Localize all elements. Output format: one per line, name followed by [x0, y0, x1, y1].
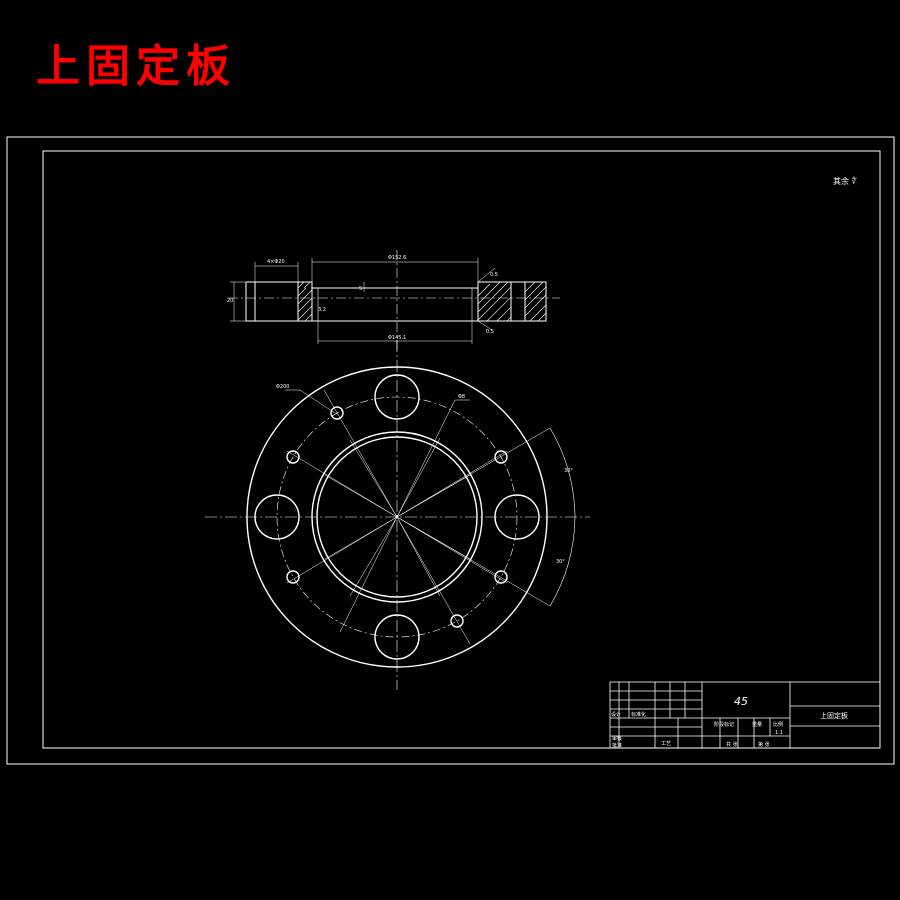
small-hole	[330, 406, 344, 420]
small-hole	[494, 450, 508, 464]
sheet-count: 共 张	[726, 741, 738, 748]
large-hole-bottom	[374, 614, 420, 660]
roughness-inner: 3.2	[318, 307, 326, 313]
inner-frame	[42, 150, 881, 749]
page-title: 上固定板	[36, 41, 236, 92]
large-hole-right	[494, 494, 540, 540]
small-hole	[450, 614, 464, 628]
outer-frame	[6, 136, 895, 765]
dim-height: 20	[227, 298, 233, 304]
dim-bottom: Φ145.1	[388, 335, 406, 341]
row-label-process: 工艺	[661, 741, 671, 747]
small-hole	[286, 570, 300, 584]
scale-value: 1:1	[775, 730, 783, 736]
large-hole-top	[374, 374, 420, 420]
row-label-designer: 设计	[611, 711, 621, 718]
large-hole-left	[254, 494, 300, 540]
section-view: Φ152.6 4×Φ20 Φ145.1 20 5 0.5 0.5 3.2	[227, 250, 560, 352]
plan-view: Φ200 Φ8 30° 30°	[205, 340, 590, 690]
row-label-weight: 重量	[752, 721, 762, 728]
angle-lower: 30°	[556, 559, 565, 565]
roughness-note: 其余 ∜	[833, 176, 858, 186]
bolt-circle	[276, 396, 518, 638]
dim-top: Φ152.6	[388, 255, 406, 261]
chamfer-top: 0.5	[490, 272, 498, 278]
angle-upper: 30°	[564, 468, 573, 474]
row-label-standard: 标准化	[631, 711, 646, 718]
outer-edge	[246, 366, 548, 668]
label-small-holes: Φ8	[458, 394, 465, 400]
sheet-number: 第 张	[758, 741, 770, 748]
label-bolt-circle: Φ200	[276, 384, 289, 390]
material: 45	[734, 695, 748, 708]
row-label-stage: 阶段标记	[714, 721, 734, 728]
small-hole	[286, 450, 300, 464]
part-name: 上固定板	[820, 711, 848, 720]
inner-bore-outer	[311, 431, 483, 603]
title-block	[609, 681, 881, 749]
row-label-approve: 批准	[612, 742, 622, 749]
angle-arc-lower	[549, 516, 576, 607]
dim-left: 4×Φ20	[267, 259, 285, 265]
hatch-right	[477, 281, 547, 322]
small-hole	[494, 570, 508, 584]
chamfer-bottom: 0.5	[486, 329, 494, 335]
dim-step: 5	[359, 286, 362, 292]
row-label-scale: 比例	[773, 721, 783, 728]
row-label-review: 审核	[612, 735, 622, 742]
angle-arc-upper	[549, 427, 576, 518]
inner-bore-inner	[316, 436, 478, 598]
hatch-left	[297, 281, 313, 322]
